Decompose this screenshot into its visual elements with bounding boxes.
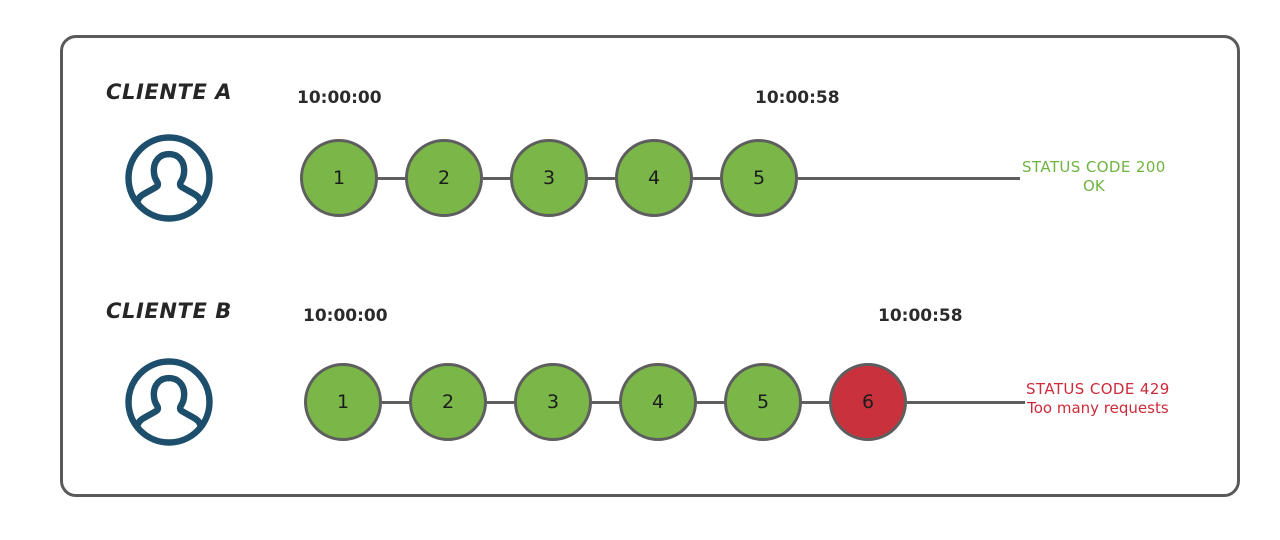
connector-a-1-2	[378, 177, 408, 180]
client-a-label: CLIENTE A	[106, 80, 233, 104]
request-node[interactable]: 2	[409, 363, 487, 441]
status-code-text: STATUS CODE 200	[1022, 158, 1166, 176]
status-message-text: OK	[1083, 176, 1105, 195]
request-node[interactable]: 2	[405, 139, 483, 217]
request-node[interactable]: 3	[510, 139, 588, 217]
connector-a-4-5	[693, 177, 723, 180]
request-node[interactable]: 4	[619, 363, 697, 441]
status-code-text: STATUS CODE 429	[1026, 380, 1170, 398]
request-node[interactable]: 4	[615, 139, 693, 217]
status-badge-client-b: STATUS CODE 429 Too many requests	[1026, 380, 1170, 418]
request-node[interactable]: 5	[720, 139, 798, 217]
client-b-label: CLIENTE B	[106, 299, 232, 323]
client-a-start-time: 10:00:00	[297, 88, 382, 108]
request-node[interactable]: 5	[724, 363, 802, 441]
connector-b-4-5	[697, 401, 727, 404]
request-node[interactable]: 3	[514, 363, 592, 441]
request-node[interactable]: 1	[304, 363, 382, 441]
connector-a-3-4	[588, 177, 618, 180]
user-avatar-icon	[123, 356, 215, 448]
status-message-text: Too many requests	[1027, 398, 1169, 417]
connector-b-3-4	[592, 401, 622, 404]
connector-a-tail	[798, 177, 1020, 180]
user-avatar-icon	[123, 132, 215, 224]
connector-b-1-2	[382, 401, 412, 404]
request-node-blocked[interactable]: 6	[829, 363, 907, 441]
request-node[interactable]: 1	[300, 139, 378, 217]
status-badge-client-a: STATUS CODE 200 OK	[1022, 158, 1166, 196]
connector-b-tail	[907, 401, 1025, 404]
connector-a-2-3	[483, 177, 513, 180]
client-a-end-time: 10:00:58	[755, 88, 840, 108]
connector-b-2-3	[487, 401, 517, 404]
client-b-start-time: 10:00:00	[303, 306, 388, 326]
client-b-end-time: 10:00:58	[878, 306, 963, 326]
connector-b-5-6	[802, 401, 832, 404]
